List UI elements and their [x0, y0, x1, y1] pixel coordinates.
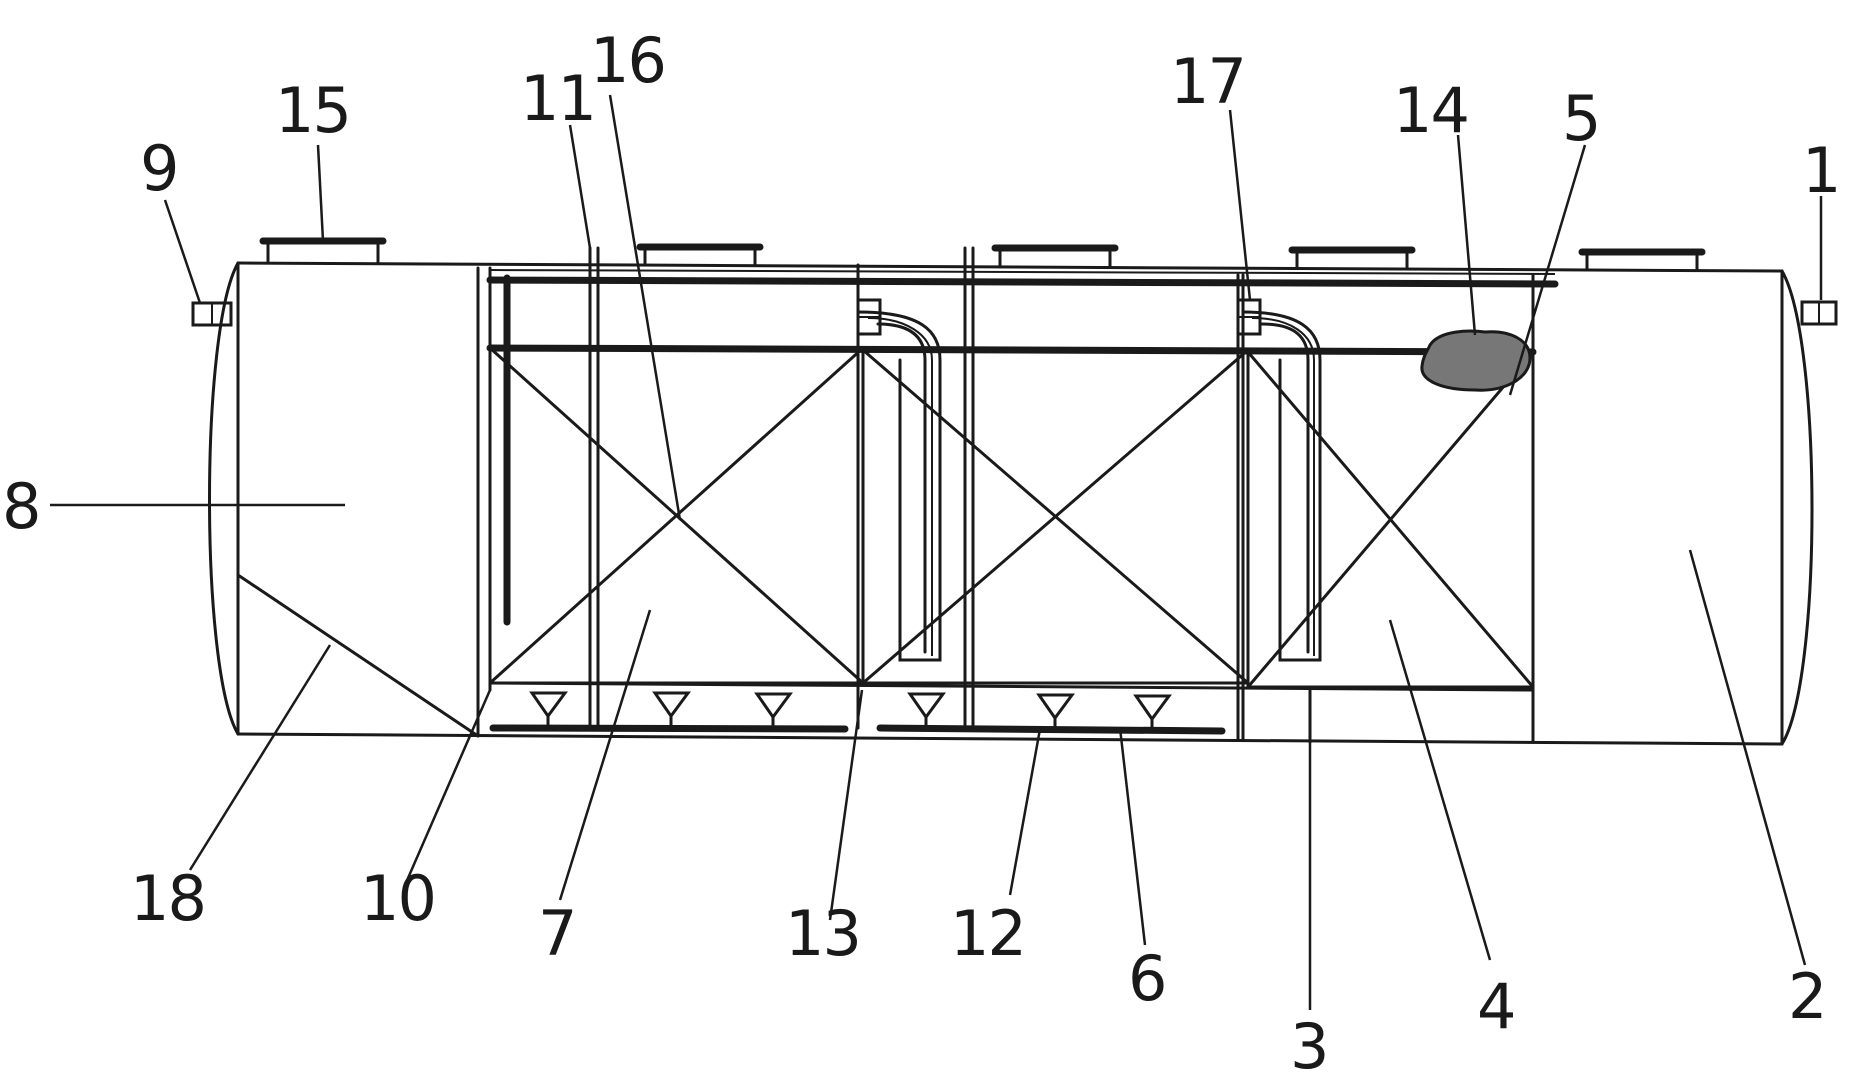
partitions	[476, 246, 1535, 744]
aerators	[529, 691, 1172, 732]
packing-media-7	[488, 346, 865, 685]
packing-media-4	[1246, 350, 1535, 689]
packing-media-6	[861, 348, 1250, 685]
tank-body	[208, 261, 1814, 746]
airlift-device-left	[856, 298, 942, 662]
label-8: 8	[2, 470, 39, 543]
label-7: 7	[538, 897, 575, 970]
label-5: 5	[1562, 82, 1599, 155]
label-3: 3	[1290, 1010, 1327, 1078]
label-13: 13	[785, 897, 860, 970]
label-10: 10	[360, 862, 435, 935]
label-12: 12	[950, 897, 1025, 970]
label-17: 17	[1170, 45, 1245, 118]
label-6: 6	[1128, 942, 1165, 1015]
sloped-plate-18	[236, 573, 480, 738]
label-4: 4	[1477, 970, 1514, 1043]
label-9: 9	[140, 132, 177, 205]
label-18: 18	[130, 862, 205, 935]
label-1: 1	[1802, 134, 1839, 207]
label-2: 2	[1788, 960, 1825, 1033]
aeration-pipes-12	[489, 724, 1226, 735]
label-11: 11	[520, 62, 595, 135]
label-14: 14	[1393, 74, 1468, 147]
reference-numbers: 1 2 3 4 5 6 7 8 9 10 11 12 13 14 15 16 1…	[2, 24, 1841, 1078]
label-16: 16	[590, 24, 665, 97]
label-15: 15	[275, 74, 350, 147]
airlift-device-right	[1236, 298, 1322, 662]
leader-lines	[50, 94, 1823, 1010]
manholes	[259, 237, 1706, 272]
